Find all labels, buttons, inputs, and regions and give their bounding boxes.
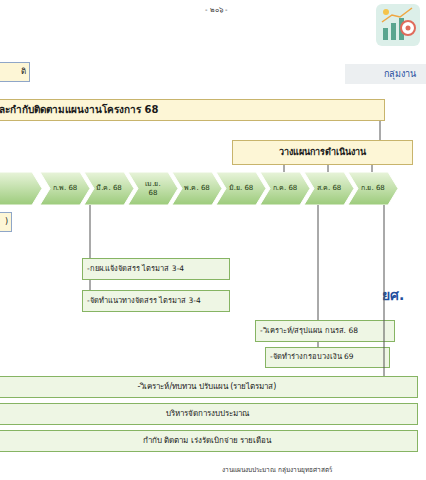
month-chevron: พ.ค. 68 <box>172 172 222 205</box>
heading-box: ติ <box>0 62 30 82</box>
chevron-shape <box>84 172 134 205</box>
month-chevron: ก.พ. 68 <box>40 172 90 205</box>
icon-trend-line <box>382 8 412 22</box>
node-text: -วิเคราะห์/ทบทวน ปรับแผน (รายไตรมาส) <box>138 382 277 391</box>
planning-box: วางแผนการดำเนินงาน <box>232 140 413 165</box>
task-box: -วิเคราะห์/สรุปแผน กนรส. 68 <box>255 320 395 342</box>
footer-note: งานแผนงบประมาณ กลุ่มงานยุทธศาสตร์ <box>222 465 332 475</box>
node-text: วางแผนการดำเนินงาน <box>279 147 366 157</box>
activity-band: -วิเคราะห์/ทบทวน ปรับแผน (รายไตรมาส) <box>0 376 418 398</box>
node-text: พ.ค. 68 <box>184 184 210 192</box>
node-text: ละกำกับติดตามแผนงานโครงการ 68 <box>0 104 158 116</box>
connector-line <box>90 205 91 258</box>
timeline-chevron-fragment <box>0 172 42 205</box>
node-text: ก.ค. 68 <box>272 184 298 192</box>
chevron-shape <box>216 172 266 205</box>
icon-person <box>383 9 389 15</box>
task-box: -จัดทำแนวทางจัดสรร ไตรมาส 3-4 <box>82 290 230 312</box>
node-text: มี.ค. 68 <box>96 184 122 192</box>
connector-line <box>318 205 319 320</box>
node-text: กำกับ ติดตาม เร่งรัดเบิกจ่าย รายเดือน <box>143 436 272 445</box>
icon-target-center <box>406 26 411 31</box>
chevron-shape <box>260 172 310 205</box>
month-chevron: ก.ย. 68 <box>348 172 398 205</box>
month-chevron: มิ.ย. 68 <box>216 172 266 205</box>
chevron-shape <box>128 172 178 205</box>
group-tag: กลุ่มงาน <box>345 64 426 84</box>
node-text: เม.ย. 68 <box>140 180 166 196</box>
task-box: -จัดทำร่างกรอบวงเงิน 69 <box>265 347 390 368</box>
connector-line <box>380 121 381 140</box>
connector-line <box>328 165 329 172</box>
activity-band: กำกับ ติดตาม เร่งรัดเบิกจ่าย รายเดือน <box>0 430 418 452</box>
activity-band: บริหารจัดการงบประมาณ <box>0 403 418 425</box>
icon-target <box>401 21 415 35</box>
month-chevron: มี.ค. 68 <box>84 172 134 205</box>
chevron-shape <box>172 172 222 205</box>
node-text: -วิเคราะห์/สรุปแผน กนรส. 68 <box>260 327 358 336</box>
month-chevron: ก.ค. 68 <box>260 172 310 205</box>
task-box: ) <box>0 212 12 232</box>
node-text: ) <box>5 217 8 226</box>
node-text: -กยผ.แจ้งจัดสรร ไตรมาส 3-4 <box>87 265 184 274</box>
task-box: -กยผ.แจ้งจัดสรร ไตรมาส 3-4 <box>82 258 230 280</box>
node-text: -จัดทำร่างกรอบวงเงิน 69 <box>270 353 354 362</box>
unit-abbreviation: ยศ. <box>382 284 404 306</box>
project-heading-box: ละกำกับติดตามแผนงานโครงการ 68 <box>0 99 385 121</box>
node-text: ส.ค. 68 <box>316 184 342 192</box>
node-text: ติ <box>21 67 26 76</box>
node-text: มิ.ย. 68 <box>228 184 254 192</box>
month-chevron: เม.ย. 68 <box>128 172 178 205</box>
connector-line <box>284 165 285 172</box>
node-text: -จัดทำแนวทางจัดสรร ไตรมาส 3-4 <box>87 297 201 306</box>
icon-bar <box>391 23 396 40</box>
icon-bar <box>383 28 388 40</box>
node-text: ก.ย. 68 <box>360 184 386 192</box>
node-text: กลุ่มงาน <box>384 69 416 79</box>
month-chevron: ส.ค. 68 <box>304 172 354 205</box>
page-number: - ๒๐๖ - <box>205 4 228 15</box>
chevron-shape <box>348 172 398 205</box>
icon-background <box>376 4 420 46</box>
chevron-shape <box>40 172 90 205</box>
chevron-shape <box>304 172 354 205</box>
connector-line <box>372 165 373 172</box>
connector-line <box>90 280 91 290</box>
node-text: บริหารจัดการงบประมาณ <box>166 409 249 418</box>
node-text: ก.พ. 68 <box>52 184 78 192</box>
